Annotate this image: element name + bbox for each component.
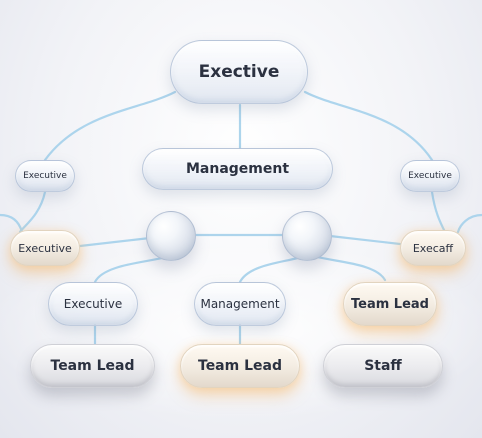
node-execaff-right-warm[interactable]: Execaff [400, 230, 466, 266]
node-team-lead-right[interactable]: Team Lead [343, 282, 437, 326]
node-label: Executive [408, 171, 452, 181]
node-exective-top[interactable]: Exective [170, 40, 308, 104]
connector-top-right [303, 90, 434, 162]
node-label: Staff [364, 358, 402, 374]
node-label: Executive [18, 241, 72, 255]
node-label: Management [185, 161, 290, 177]
node-staff[interactable]: Staff [323, 344, 443, 388]
node-management-mid[interactable]: Management [194, 282, 286, 326]
node-executive-mid[interactable]: Executive [48, 282, 138, 326]
connector-right-edge [456, 213, 482, 234]
node-label: Execaff [412, 241, 454, 255]
node-label: Team Lead [50, 358, 135, 374]
connector-sphere-right [282, 211, 332, 261]
connector-top-left [43, 90, 177, 162]
node-executive-right-small[interactable]: Executive [400, 160, 460, 192]
connector-right-small-down [430, 190, 447, 234]
node-label: Team Lead [198, 358, 282, 374]
node-executive-left-small[interactable]: Executive [15, 160, 75, 192]
node-team-lead-1[interactable]: Team Lead [30, 344, 155, 388]
node-label: Team Lead [351, 296, 429, 312]
connector-horizontal-right [328, 234, 402, 246]
connector-horizontal-left [78, 236, 152, 248]
node-management-main[interactable]: Management [142, 148, 333, 190]
node-team-lead-2[interactable]: Team Lead [180, 344, 300, 388]
node-label: Executive [23, 171, 67, 181]
node-label: Exective [198, 62, 280, 82]
connector-left-edge [0, 213, 24, 234]
node-label: Management [200, 297, 280, 311]
connector-left-small-down [18, 190, 47, 234]
connector-sphere-left [146, 211, 196, 261]
node-label: Executive [63, 297, 123, 311]
node-executive-left-warm[interactable]: Executive [10, 230, 80, 266]
